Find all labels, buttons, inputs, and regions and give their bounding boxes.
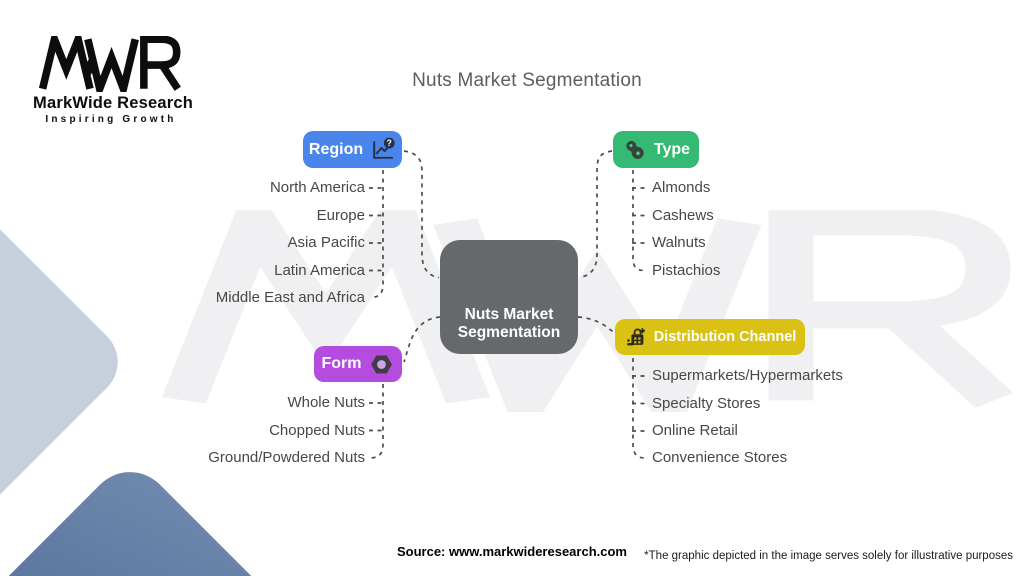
branch-node-region: Region ? — [303, 131, 402, 168]
item-whole-nuts: Whole Nuts — [287, 394, 365, 411]
markwide-logo: MarkWide Research Inspiring Growth — [33, 36, 194, 125]
item-online-retail: Online Retail — [652, 422, 738, 439]
logo-tagline: Inspiring Growth — [45, 114, 177, 125]
item-asia-pacific: Asia Pacific — [287, 234, 365, 251]
type-label: Type — [653, 140, 691, 158]
item-specialty-stores: Specialty Stores — [652, 394, 761, 412]
mwr-logo-mark — [38, 36, 181, 92]
item-cashews: Cashews — [652, 206, 714, 224]
item-europe: Europe — [316, 206, 365, 224]
branch-node-type: Type — [613, 131, 699, 168]
svg-text:?: ? — [387, 138, 392, 148]
connector-type-center — [578, 150, 613, 279]
branch-node-distribution: Distribution Channel — [615, 319, 805, 355]
item-walnuts: Walnuts — [652, 234, 706, 251]
central-node-label: Nuts Market Segmentation — [457, 305, 561, 342]
disclaimer-text: *The graphic depicted in the image serve… — [644, 550, 1013, 562]
connector-form-center — [403, 316, 441, 363]
hex-nut-icon — [370, 354, 392, 374]
distribution-label: Distribution Channel — [653, 329, 797, 345]
form-label: Form — [321, 355, 362, 372]
central-node: Nuts Market Segmentation — [440, 240, 578, 354]
chart-map-icon: ? — [373, 137, 395, 159]
item-convenience-stores: Convenience Stores — [652, 449, 788, 466]
page-title: Nuts Market Segmentation — [412, 70, 642, 91]
stem-region — [370, 170, 384, 299]
shopping-bag-icon — [626, 328, 645, 346]
item-supermarkets-hypermarkets: Supermarkets/Hypermarkets — [652, 367, 843, 384]
source-text: Source: www.markwideresearch.com — [396, 544, 627, 559]
item-chopped-nuts: Chopped Nuts — [269, 421, 365, 439]
stem-type — [632, 170, 646, 272]
item-ground-powdered-nuts: Ground/Powdered Nuts — [208, 449, 365, 466]
item-middle-east-and-africa: Middle East and Africa — [215, 288, 365, 306]
item-pistachios: Pistachios — [652, 261, 721, 279]
item-latin-america: Latin America — [274, 261, 365, 279]
item-almonds: Almonds — [652, 179, 711, 196]
stem-distribution — [632, 358, 646, 459]
item-north-america: North America — [269, 179, 365, 196]
branch-node-form: Form — [314, 346, 402, 382]
connector-region-center — [403, 150, 440, 279]
logo-name: MarkWide Research — [33, 94, 194, 112]
peanut-icon — [626, 140, 644, 159]
connector-distribution-center — [577, 316, 618, 336]
stem-form — [370, 384, 384, 459]
region-label: Region — [308, 140, 364, 158]
